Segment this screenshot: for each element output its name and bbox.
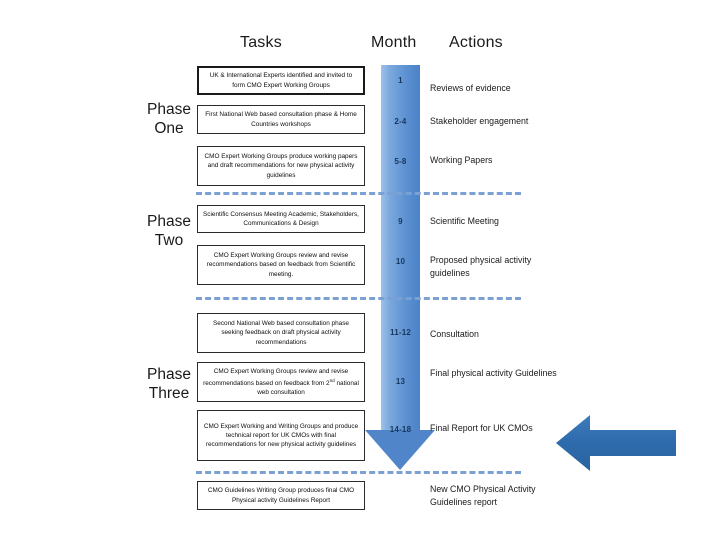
task-text: CMO Expert Working and Writing Groups an… <box>203 422 359 449</box>
action-text: Proposed physical activity guidelines <box>430 255 532 278</box>
task-text: Second National Web based consultation p… <box>213 320 349 346</box>
task-box: Scientific Consensus Meeting Academic, S… <box>197 205 365 233</box>
task-text: CMO Expert Working Groups review and rev… <box>203 367 359 398</box>
task-box: CMO Expert Working Groups review and rev… <box>197 245 365 285</box>
phase-label-three: Phase Three <box>136 365 202 403</box>
phase-divider <box>196 471 521 474</box>
action-text: Stakeholder engagement <box>430 116 529 126</box>
task-box: First National Web based consultation ph… <box>197 105 365 134</box>
month-cell: 2-4 <box>394 117 407 126</box>
phase-divider <box>196 297 521 300</box>
month-cell: 5-8 <box>394 157 407 166</box>
month-cell: 1 <box>398 76 403 85</box>
task-text-post: national web consultation <box>257 379 359 397</box>
month-timeline-arrow-head <box>365 430 435 470</box>
task-box: CMO Guidelines Writing Group produces fi… <box>197 481 365 510</box>
task-text-ordinal: nd <box>329 377 335 383</box>
month-cell: 10 <box>395 257 406 266</box>
task-box: CMO Expert Working and Writing Groups an… <box>197 410 365 461</box>
month-cell: 9 <box>398 217 403 226</box>
phase-label-two: Phase Two <box>136 212 202 250</box>
phase-three-line1: Phase <box>147 366 191 383</box>
task-box: CMO Expert Working Groups produce workin… <box>197 146 365 186</box>
action-text: Scientific Meeting <box>430 216 499 226</box>
action-text: Working Papers <box>430 155 493 165</box>
phase-two-line1: Phase <box>147 213 191 230</box>
phase-one-line1: Phase <box>147 101 191 118</box>
phase-divider <box>196 192 521 195</box>
task-text: UK & International Experts identified an… <box>209 72 353 89</box>
phase-two-line2: Two <box>154 232 184 249</box>
task-box: Second National Web based consultation p… <box>197 313 365 353</box>
action-text: Final Report for UK CMOs <box>430 423 533 433</box>
column-header-tasks: Tasks <box>240 34 282 51</box>
month-cell: 11-12 <box>389 328 412 337</box>
task-text-pre: CMO Expert Working Groups review and rev… <box>203 367 349 387</box>
action-text: Reviews of evidence <box>430 83 511 93</box>
column-header-actions: Actions <box>449 34 503 51</box>
callout-left-arrow-icon <box>556 415 676 471</box>
task-text: First National Web based consultation ph… <box>205 111 357 128</box>
phase-three-line2: Three <box>148 385 190 402</box>
phase-label-one: Phase One <box>136 100 202 138</box>
task-box: CMO Expert Working Groups review and rev… <box>197 362 365 402</box>
action-text: Final physical activity Guidelines <box>430 368 557 378</box>
column-header-month: Month <box>371 34 417 51</box>
month-cell: 14-18 <box>389 425 412 434</box>
task-text: CMO Expert Working Groups review and rev… <box>206 252 356 278</box>
task-text: CMO Guidelines Writing Group produces fi… <box>207 487 355 504</box>
month-cell: 13 <box>395 377 406 386</box>
task-text: Scientific Consensus Meeting Academic, S… <box>203 210 359 227</box>
action-text: New CMO Physical Activity Guidelines rep… <box>430 484 536 507</box>
task-text: CMO Expert Working Groups produce workin… <box>204 153 358 179</box>
task-box: UK & International Experts identified an… <box>197 66 365 95</box>
action-text: Consultation <box>430 329 479 339</box>
month-timeline-arrow-shaft <box>381 65 420 431</box>
phase-one-line2: One <box>154 120 184 137</box>
